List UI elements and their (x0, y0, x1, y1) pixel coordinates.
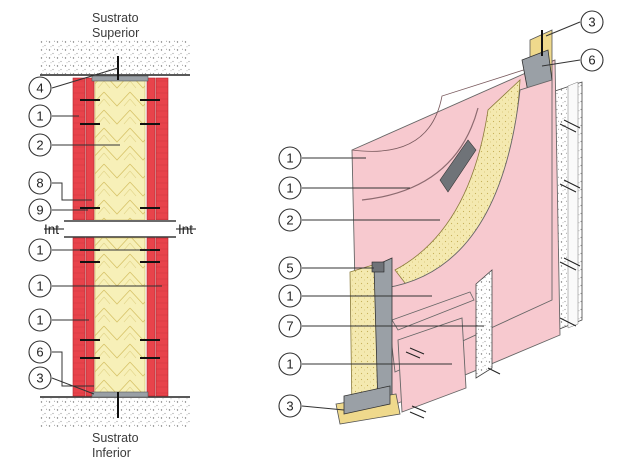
svg-text:1: 1 (286, 181, 293, 196)
right-callouts: 3 6 1 1 2 5 1 (278, 10, 604, 418)
front-gypsum-board (397, 317, 467, 413)
svg-text:4: 4 (36, 81, 43, 96)
svg-text:2: 2 (36, 138, 43, 153)
int-label-right: Int (178, 222, 193, 237)
left-callout: 3 (28, 366, 95, 395)
svg-text:6: 6 (588, 53, 595, 68)
right-callout: 2 (278, 208, 440, 232)
bottom-substrate-label-2: Inferior (92, 446, 131, 460)
top-substrate-label-2: Superior (92, 26, 139, 40)
svg-text:1: 1 (36, 279, 43, 294)
left-section: Sustrato Superior Sustrato Inferior Int … (28, 11, 196, 460)
int-label-left: Int (44, 222, 59, 237)
svg-text:3: 3 (588, 15, 595, 30)
left-callout: 1 (28, 308, 89, 332)
upper-wall-section (72, 56, 169, 221)
svg-text:1: 1 (36, 313, 43, 328)
left-callout: 1 (28, 274, 162, 298)
right-callout: 5 (278, 256, 374, 280)
left-callouts: 4 1 2 8 9 1 1 (28, 67, 162, 395)
svg-text:3: 3 (36, 371, 43, 386)
svg-text:8: 8 (36, 176, 43, 191)
right-callout: 1 (278, 284, 432, 308)
right-callout: 6 (541, 48, 604, 72)
top-substrate-label-1: Sustrato (92, 11, 139, 25)
right-callout: 1 (278, 176, 410, 200)
svg-text:1: 1 (286, 357, 293, 372)
right-callout: 1 (278, 146, 366, 170)
svg-text:5: 5 (286, 261, 293, 276)
svg-text:1: 1 (36, 109, 43, 124)
right-callout: 3 (278, 394, 345, 418)
bottom-substrate-label-1: Sustrato (92, 431, 139, 445)
top-substrate (40, 40, 190, 74)
svg-text:1: 1 (286, 151, 293, 166)
left-callout: 2 (28, 133, 120, 157)
svg-text:1: 1 (36, 243, 43, 258)
lower-wall-section (72, 237, 169, 418)
left-callout: 6 (28, 340, 94, 387)
left-callout: 8 (28, 171, 92, 201)
svg-text:2: 2 (286, 213, 293, 228)
svg-text:7: 7 (286, 319, 293, 334)
svg-text:9: 9 (36, 203, 43, 218)
left-callout: 1 (28, 104, 79, 128)
right-callout: 1 (278, 352, 452, 376)
right-callout: 3 (545, 10, 604, 37)
right-section: 3 6 1 1 2 5 1 (278, 10, 604, 425)
svg-text:6: 6 (36, 345, 43, 360)
left-callout: 1 (28, 238, 150, 262)
bottom-substrate (40, 398, 190, 428)
middle-gypsum-board (384, 79, 553, 373)
right-callout: 7 (278, 314, 484, 338)
svg-text:1: 1 (286, 289, 293, 304)
svg-text:3: 3 (286, 399, 293, 414)
left-callout: 4 (28, 67, 119, 100)
left-callout: 9 (28, 198, 88, 222)
